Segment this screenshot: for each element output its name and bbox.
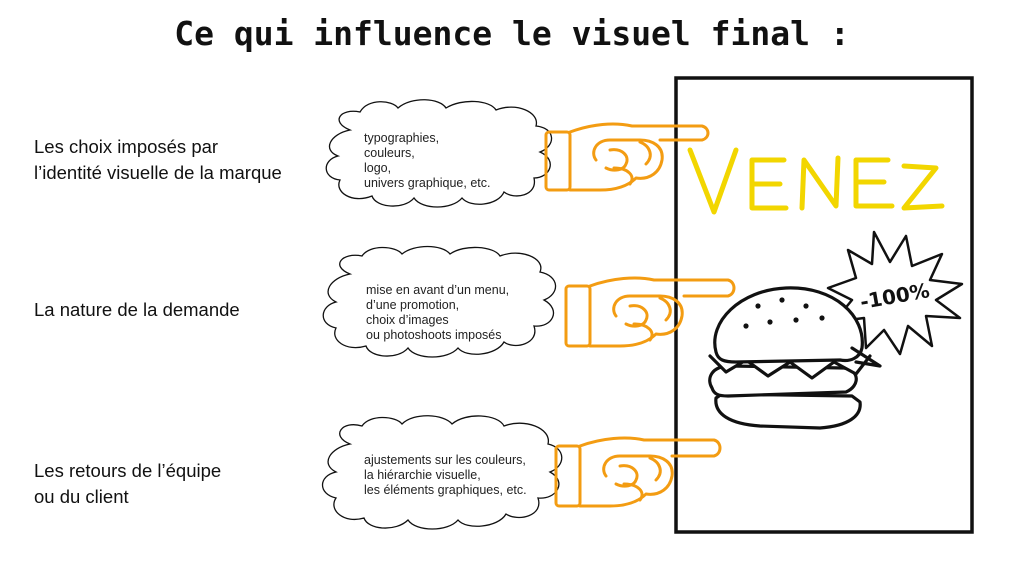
label-line: ou du client <box>34 486 129 507</box>
starburst-badge <box>826 230 964 356</box>
cloud-text-3: ajustements sur les couleurs, la hiérarc… <box>364 453 527 498</box>
cloud-line: couleurs, <box>364 146 415 160</box>
pointing-hand-icon-1 <box>544 122 710 192</box>
sesame-seeds <box>743 297 825 329</box>
label-line: La nature de la demande <box>34 299 240 320</box>
cloud-line: mise en avant d’un menu, <box>366 283 510 297</box>
cloud-line: d’une promotion, <box>366 298 460 312</box>
pointing-hand-icon-2 <box>564 276 736 348</box>
cloud-1 <box>325 99 553 208</box>
label-feedback: Les retours de l’équipe ou du client <box>34 458 221 510</box>
cloud-line: univers graphique, etc. <box>364 176 491 190</box>
cloud-line: les éléments graphiques, etc. <box>364 483 527 497</box>
cloud-line: choix d’images <box>366 313 449 327</box>
cloud-text-2: mise en avant d’un menu, d’une promotion… <box>366 283 509 343</box>
venez-headline <box>687 147 945 215</box>
label-line: Les retours de l’équipe <box>34 460 222 481</box>
cloud-line: ajustements sur les couleurs, <box>364 453 526 467</box>
pointing-hand-icon-3 <box>554 436 722 508</box>
cloud-2 <box>322 245 557 358</box>
label-line: l’identité visuelle de la marque <box>34 162 282 183</box>
label-request-nature: La nature de la demande <box>34 297 240 323</box>
cloud-line: ou photoshoots imposés <box>366 328 502 342</box>
label-line: Les choix imposés par <box>34 136 219 157</box>
label-brand-identity: Les choix imposés par l’identité visuell… <box>34 134 282 186</box>
cloud-line: logo, <box>364 161 392 175</box>
cloud-3 <box>321 415 563 530</box>
cloud-line: typographies, <box>364 131 440 145</box>
cloud-text-1: typographies, couleurs, logo, univers gr… <box>364 131 490 191</box>
cloud-line: la hiérarchie visuelle, <box>364 468 481 482</box>
burger-icon <box>708 286 882 430</box>
page-title: Ce qui influence le visuel final : <box>174 14 850 53</box>
